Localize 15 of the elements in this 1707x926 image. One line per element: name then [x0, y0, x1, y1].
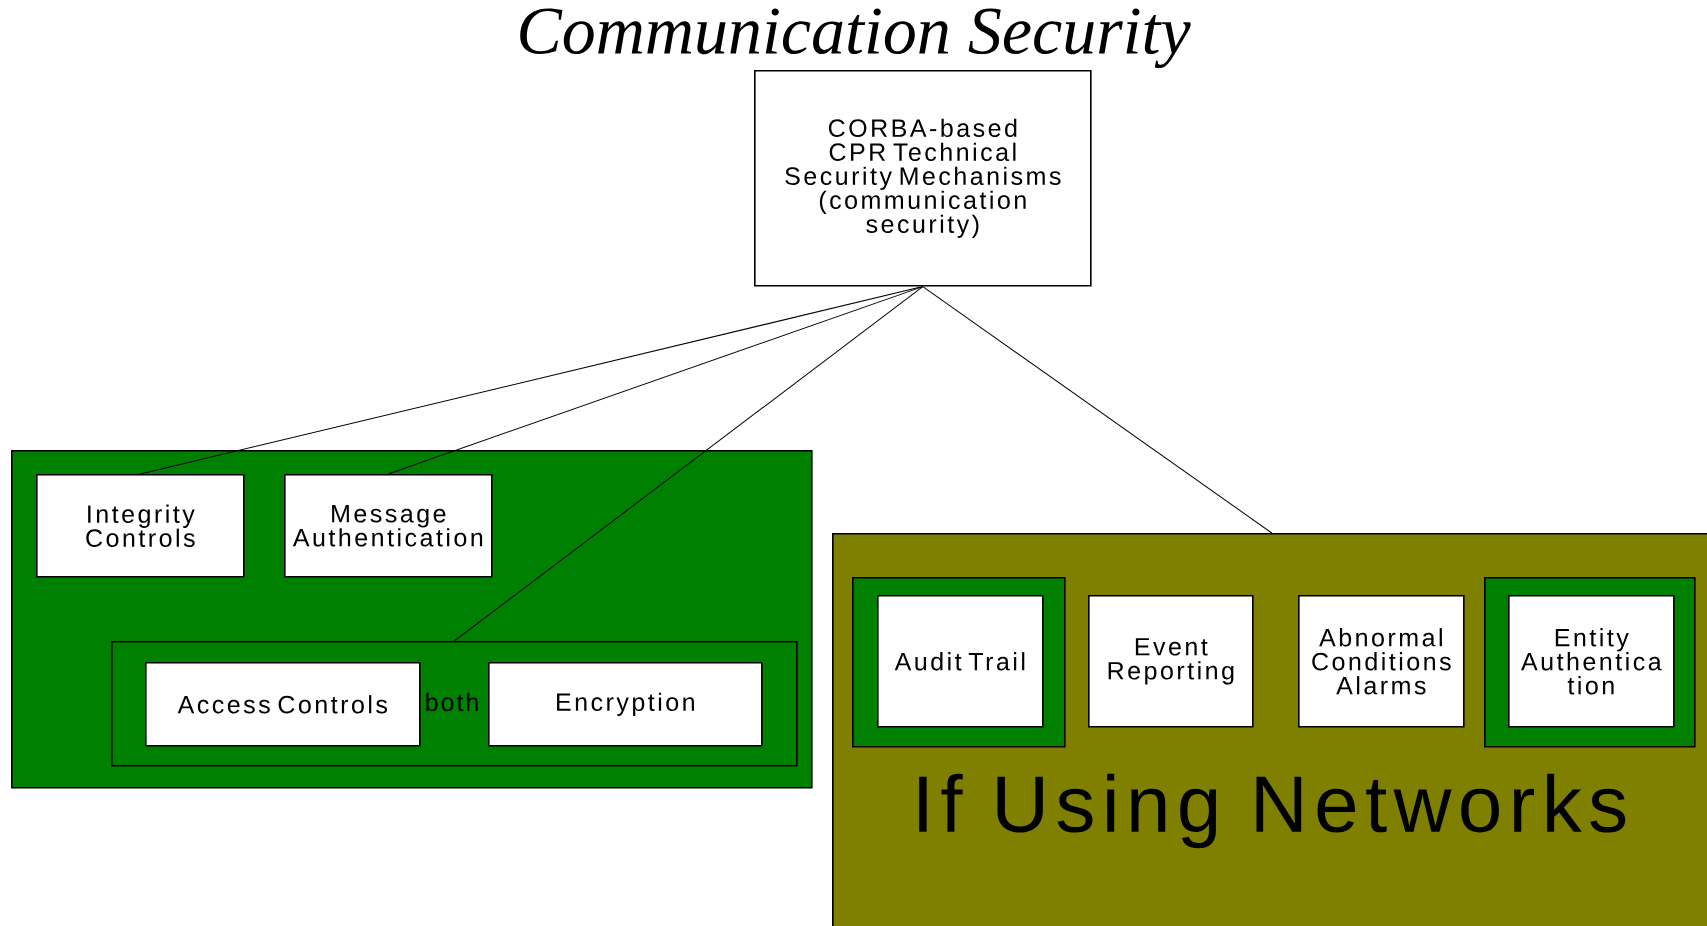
item-box: Event Reporting	[1088, 595, 1254, 728]
connector-line	[387, 286, 924, 475]
connector-line	[139, 286, 924, 475]
item-box: Integrity Controls	[36, 474, 245, 578]
heading-box: CORBA-based CPR Technical Security Mechanisms (communication security)	[754, 70, 1092, 287]
item-box: Access Controls	[145, 662, 421, 747]
item-box: Entity Authentica tion	[1508, 595, 1675, 728]
item-box: Abnormal Conditions Alarms	[1298, 595, 1465, 728]
connector-word: both	[426, 692, 478, 712]
connector-line	[453, 286, 924, 642]
item-box: Encryption	[488, 662, 763, 747]
item-box: Message Authentication	[284, 474, 493, 578]
title: Communication Security	[520, 8, 1191, 69]
connector-line	[922, 286, 1273, 534]
item-box: Audit Trail	[877, 595, 1044, 728]
